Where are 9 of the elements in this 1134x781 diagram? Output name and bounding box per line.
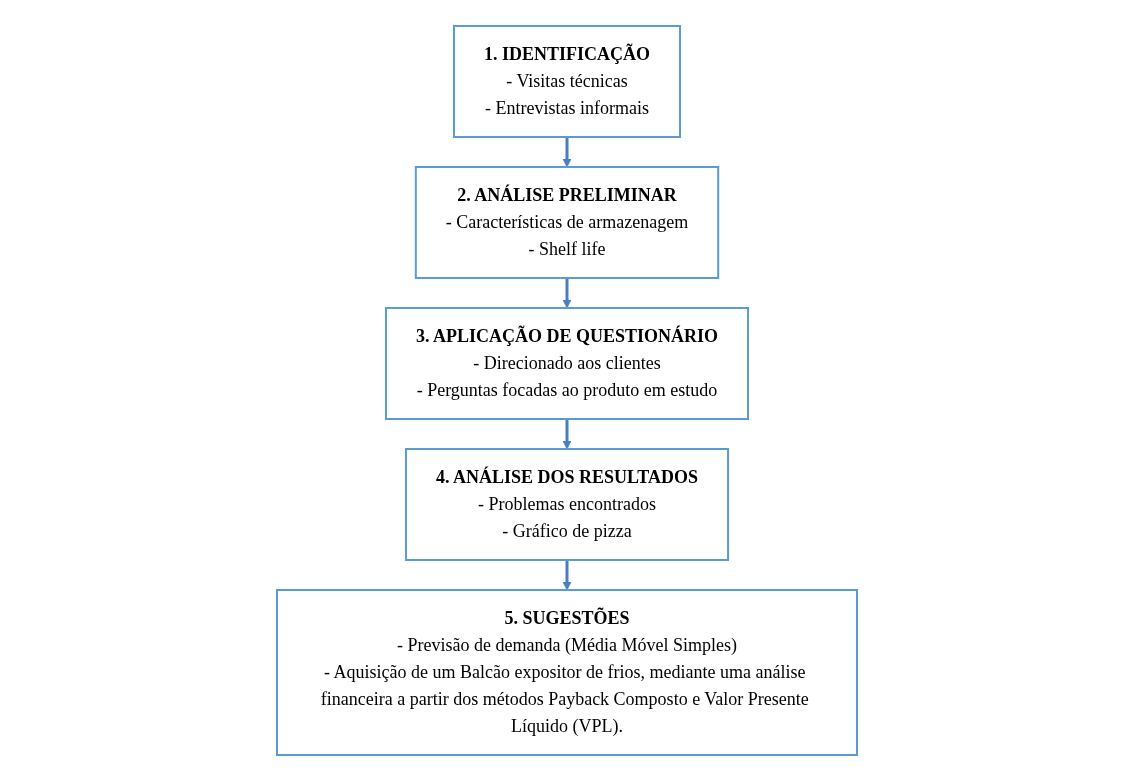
node-box: 5. SUGESTÕES - Previsão de demanda (Média Móvel Simples) - Aquisição de um Balcão expositor de frios, mediante uma análise financeira a partir dos métodos Payback Composto e Valor Presente Líquido (VPL). <box>276 589 858 756</box>
arrow <box>562 278 572 309</box>
node-box: 1. IDENTIFICAÇÃO - Visitas técnicas - Entrevistas informais <box>453 25 681 138</box>
node-box: 2. ANÁLISE PRELIMINAR - Características de armazenagem - Shelf life <box>414 166 720 279</box>
node-box: 3. APLICAÇÃO DE QUESTIONÁRIO - Direcionado aos clientes - Perguntas focadas ao produto em estudo <box>385 307 749 420</box>
arrow <box>562 560 572 591</box>
node-box: 4. ANÁLISE DOS RESULTADOS - Problemas encontrados - Gráfico de pizza <box>404 448 730 561</box>
arrow <box>562 419 572 450</box>
arrow <box>562 137 572 168</box>
